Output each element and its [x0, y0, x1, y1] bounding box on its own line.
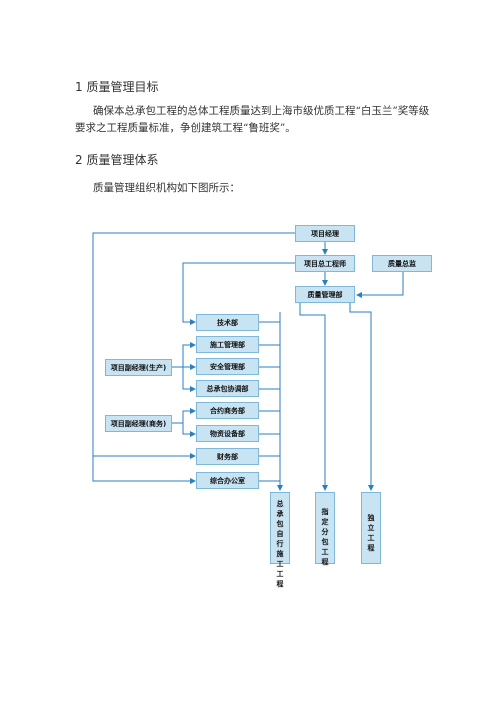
section2-intro: 质量管理组织机构如下图所示：	[93, 182, 240, 194]
box-quality-dept: 质量管理部	[295, 286, 355, 303]
box-deputy-business: 项目副经理(商务)	[105, 415, 172, 432]
box-material-dept: 物资设备部	[196, 425, 259, 442]
box-safety-dept: 安全管理部	[196, 358, 259, 375]
section1-heading: 1 质量管理目标	[75, 80, 159, 94]
box-deputy-production: 项目副经理(生产)	[105, 359, 172, 376]
section2-heading: 2 质量管理体系	[75, 153, 159, 167]
box-finance-dept: 财务部	[196, 448, 259, 465]
box-construction-dept: 施工管理部	[196, 336, 259, 353]
independent-label: 独立工程	[367, 514, 375, 552]
box-project-manager: 项目经理	[295, 225, 355, 242]
box-independent: 独立工程	[361, 492, 381, 564]
box-designated-sub: 指定分包工程	[315, 492, 335, 566]
box-contract-dept: 合约商务部	[196, 402, 259, 419]
box-self-work: 总承包自行施工工程	[270, 492, 290, 588]
section1-para-line2: 要求之工程质量标准，争创建筑工程“鲁班奖”。	[75, 122, 296, 134]
box-chief-engineer: 项目总工程师	[295, 255, 355, 272]
self-work-label: 总承包自行施工工程	[276, 500, 284, 588]
designated-sub-label: 指定分包工程	[321, 508, 329, 566]
section1-para-line1: 确保本总承包工程的总体工程质量达到上海市级优质工程“白玉兰”奖等级	[93, 105, 430, 117]
box-office: 综合办公室	[196, 472, 259, 489]
box-coord-dept: 总承包协调部	[196, 380, 259, 397]
box-quality-director: 质量总监	[372, 255, 432, 272]
box-tech-dept: 技术部	[196, 314, 259, 331]
